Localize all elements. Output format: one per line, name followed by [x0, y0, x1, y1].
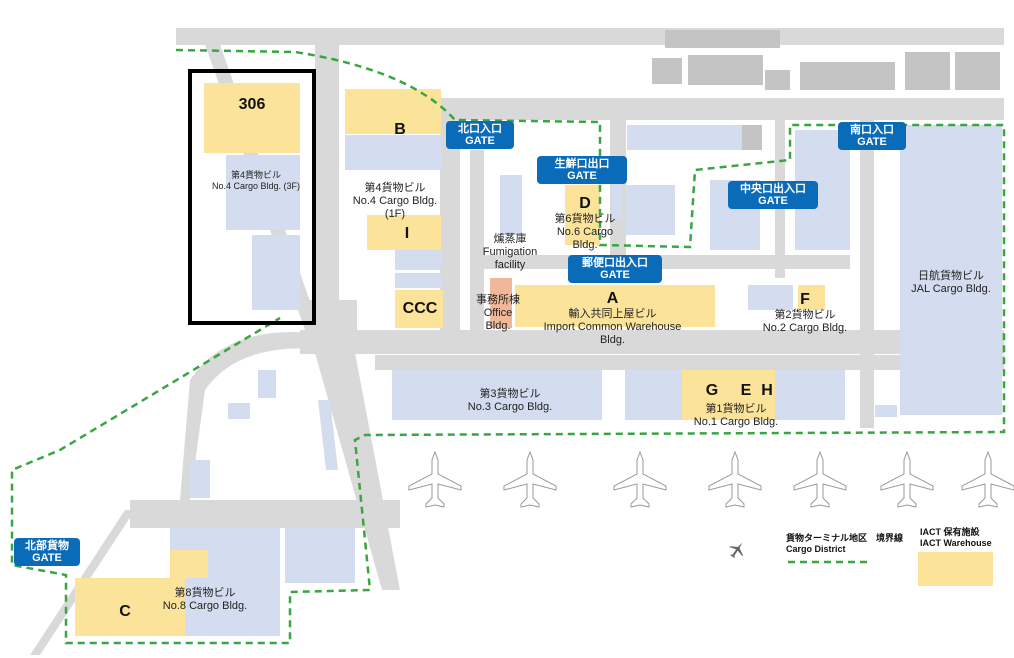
north-cargo-gate-badge[interactable]: 北部貨物 GATE	[14, 538, 80, 566]
building-306-label[interactable]: 306	[204, 96, 300, 114]
south-gate-badge[interactable]: 南口入口 GATE	[838, 122, 906, 150]
building-h-label[interactable]: H	[761, 382, 773, 399]
building-b-label[interactable]: B	[394, 121, 406, 138]
office-building	[490, 278, 512, 328]
office-building-label: 事務所棟 Office Bldg.	[476, 294, 520, 332]
building-306-highlight	[188, 69, 316, 325]
building-306-code: 306	[238, 96, 266, 113]
buildings	[170, 125, 1002, 636]
small-aircraft-icon	[729, 542, 743, 559]
fumigation-facility-label: 燻蒸庫 Fumigation facility	[482, 233, 538, 271]
north-gate-badge[interactable]: 北口入口 GATE	[446, 121, 514, 149]
building-e-label[interactable]: E	[740, 382, 752, 399]
building-306-name: 第4貨物ビル No.4 Cargo Bldg. (3F)	[211, 170, 301, 191]
legend-boundary-label: 貨物ターミナル地区 境界線 Cargo District	[786, 533, 904, 554]
iact-warehouses	[75, 83, 825, 636]
legend-warehouse-swatch	[918, 552, 993, 586]
central-gate-badge[interactable]: 中央口出入口 GATE	[728, 181, 818, 209]
building-ccc-label[interactable]: CCC	[402, 300, 438, 317]
aircraft-icons	[408, 450, 1014, 508]
building-g-label[interactable]: G	[705, 382, 719, 399]
building-no4-1f-name: 第4貨物ビル No.4 Cargo Bldg. (1F)	[352, 182, 438, 220]
district-boundary	[10, 48, 1006, 645]
building-no1-name: 第1貨物ビル No.1 Cargo Bldg.	[693, 403, 779, 428]
postal-gate-badge[interactable]: 郵便口出入口 GATE	[568, 255, 662, 283]
building-no3-label[interactable]: 第3貨物ビル No.3 Cargo Bldg.	[467, 388, 553, 413]
building-i-label[interactable]: I	[404, 225, 410, 242]
building-f-label[interactable]: F 第2貨物ビル No.2 Cargo Bldg.	[762, 291, 848, 334]
legend-warehouse-label: IACT 保有施設 IACT Warehouse	[920, 527, 992, 548]
building-c-label[interactable]: C	[119, 603, 131, 620]
jal-cargo-label[interactable]: 日航貨物ビル JAL Cargo Bldg.	[911, 270, 991, 295]
facility-blocks	[652, 30, 1000, 150]
fresh-exit-gate-badge[interactable]: 生鮮口出口 GATE	[537, 156, 627, 184]
building-d-label[interactable]: D 第6貨物ビル No.6 Cargo Bldg.	[554, 195, 616, 251]
building-a-label[interactable]: A 輸入共同上屋ビル Import Common Warehouse Bldg.	[543, 290, 682, 346]
building-no8-name: 第8貨物ビル No.8 Cargo Bldg.	[162, 587, 248, 612]
